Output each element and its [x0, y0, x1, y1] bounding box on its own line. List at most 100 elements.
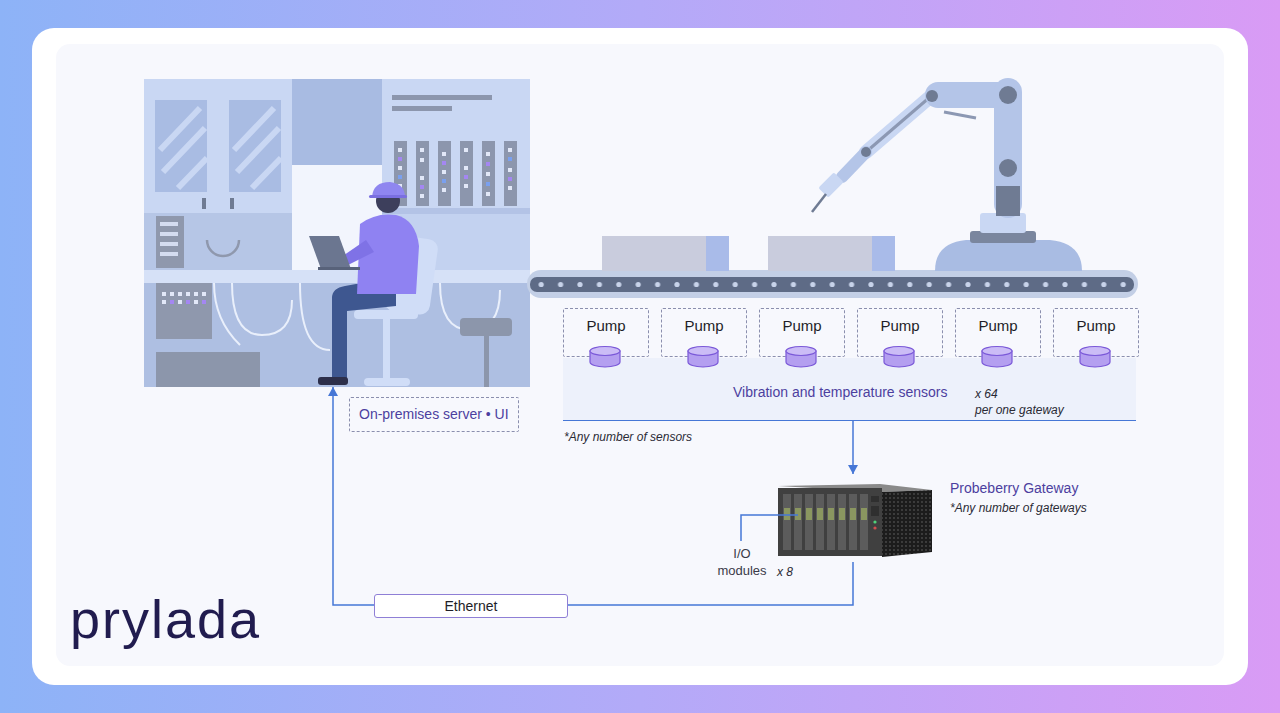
gateway-hardware-part-part	[860, 494, 868, 550]
robot-arm-part	[861, 147, 871, 157]
workshop-illustration-part	[392, 95, 492, 100]
pump-cylinder-icon	[980, 345, 1014, 369]
server-area: On-premises server • UI	[144, 79, 530, 387]
workshop-illustration-part	[372, 182, 405, 197]
gateway-note: *Any number of gateways	[950, 501, 1087, 515]
workshop-illustration-part	[398, 157, 512, 186]
workshop-illustration-part	[398, 157, 512, 189]
gateway-hardware-part-part	[783, 494, 791, 550]
pump-box: Pump	[759, 308, 845, 357]
gateway-hardware-part-part	[784, 508, 790, 520]
gateway-device: Probeberry Gateway *Any number of gateway…	[778, 474, 1108, 562]
edge-label: Ethernet	[374, 594, 568, 618]
workshop-illustration-part	[207, 240, 239, 256]
workshop-illustration-part-part	[464, 166, 468, 170]
cylinder-top	[982, 347, 1012, 356]
workshop-illustration-part	[144, 79, 292, 213]
workshop-illustration-part	[369, 195, 407, 198]
workshop-illustration-part-part	[504, 141, 517, 206]
robot-arm-part	[866, 97, 930, 152]
cylinder-top	[590, 347, 620, 356]
gateway-title: Probeberry Gateway	[950, 480, 1078, 496]
workshop-illustration-part	[160, 108, 207, 188]
robot-arm	[812, 78, 1082, 271]
robot-arm-part	[944, 112, 976, 118]
pump-cylinder-icon	[686, 345, 720, 369]
workshop-illustration-part-part	[178, 292, 182, 296]
cylinder-top	[786, 347, 816, 356]
gateway-hardware-part-part	[805, 494, 813, 550]
pump-box: Pump	[857, 308, 943, 357]
workshop-illustration-part-part	[170, 292, 174, 296]
multiplier-note: x 64	[975, 387, 998, 401]
gateway-hardware	[778, 484, 932, 557]
workshop-illustration-part-part	[464, 184, 468, 188]
workshop-illustration-part-part	[160, 222, 178, 226]
gateway-hardware-part-part	[817, 508, 823, 520]
workshop-illustration-part-part	[464, 175, 468, 179]
workshop-illustration-part	[318, 377, 348, 385]
cylinder-top	[1080, 347, 1110, 356]
conveyor-belt-part	[706, 236, 729, 271]
gateway-hardware-part	[873, 520, 876, 523]
workshop-illustration-part-part	[486, 182, 490, 186]
workshop-illustration-part	[382, 208, 530, 214]
workshop-illustration-part	[162, 292, 206, 304]
workshop-illustration-part-part	[416, 141, 429, 206]
workshop-illustration-part	[229, 100, 281, 192]
workshop-illustration-part	[160, 222, 178, 256]
gateway-hardware-part	[783, 494, 868, 550]
workshop-illustration-part-part	[438, 141, 451, 206]
workshop-illustration-part-part	[170, 300, 174, 304]
workshop-illustration-part	[156, 283, 212, 339]
robot-arm-part	[842, 152, 866, 177]
sensor-note: *Any number of sensors	[564, 430, 692, 444]
gateway-hardware-part-part	[828, 508, 834, 520]
workshop-illustration-part	[144, 270, 530, 283]
workshop-illustration-part	[394, 141, 517, 206]
workshop-illustration-part	[460, 318, 512, 336]
workshop-illustration-part-part	[486, 162, 490, 166]
robot-arm-part	[812, 194, 826, 212]
conveyor-belt-part	[530, 277, 1134, 292]
workshop-illustration-part-part	[160, 232, 178, 236]
workshop-illustration-part-part	[508, 148, 512, 152]
workshop-illustration-part-part	[420, 158, 424, 162]
pump-cylinder-icon	[1078, 345, 1112, 369]
pump-label: Pump	[858, 317, 942, 335]
robot-arm-part	[926, 90, 938, 102]
workshop-illustration-part-part	[442, 161, 446, 165]
sensor-band: Vibration and temperature sensorsx 64per…	[563, 300, 1136, 421]
workshop-illustration-part-part	[162, 292, 166, 296]
workshop-illustration-part-part	[442, 152, 446, 156]
workshop-illustration-part-part	[442, 179, 446, 183]
workshop-illustration-part	[383, 319, 390, 379]
pump-box: Pump	[955, 308, 1041, 357]
workshop-illustration-part	[309, 236, 351, 269]
workshop-illustration-part	[156, 216, 184, 268]
workshop-illustration-part	[332, 284, 396, 380]
gateway-hardware-part-part	[861, 508, 867, 520]
workshop-illustration-part-part	[186, 300, 190, 304]
workshop-illustration-part	[144, 213, 292, 270]
workshop-illustration-part-part	[420, 148, 424, 152]
cylinder-top	[688, 347, 718, 356]
pump-box: Pump	[563, 308, 649, 357]
gateway-hardware-part-part	[849, 494, 857, 550]
workshop-illustration-part-part	[160, 252, 178, 256]
workshop-illustration-part	[292, 79, 382, 165]
workshop-illustration-part-part	[486, 192, 490, 196]
robot-arm-part	[935, 240, 1082, 271]
pump-label: Pump	[1054, 317, 1138, 335]
workshop-illustration-part	[364, 378, 410, 386]
conveyor-belt-part	[527, 270, 1138, 298]
gateway-hardware-part-part	[816, 494, 824, 550]
pump-cylinder-icon	[588, 345, 622, 369]
workshop-illustration-part-part	[160, 242, 178, 246]
conveyor-belt-part	[768, 236, 872, 271]
workshop-illustration-part	[170, 300, 206, 304]
robot-arm-part	[866, 97, 930, 152]
workshop-illustration-part	[155, 100, 207, 192]
workshop-illustration-part-part	[486, 172, 490, 176]
